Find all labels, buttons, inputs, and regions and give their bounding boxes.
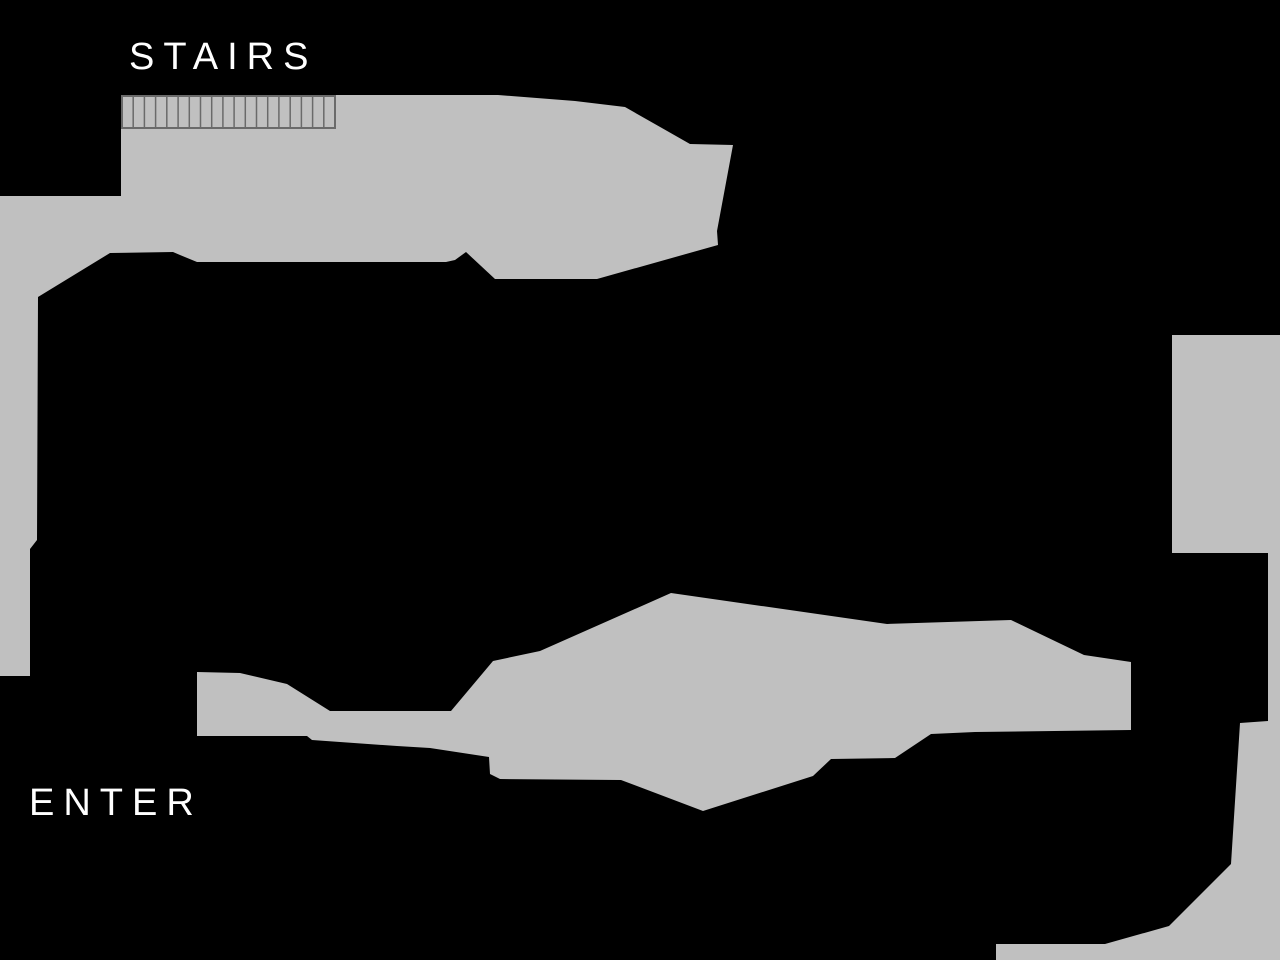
stairs[interactable] [121, 95, 336, 129]
stairs-label: STAIRS [129, 36, 318, 78]
upper-chamber-floor [0, 95, 733, 676]
enter-label: ENTER [29, 782, 203, 824]
stairs-frame [121, 95, 336, 129]
right-upper-block [1172, 335, 1280, 553]
lower-chamber-floor [197, 593, 1131, 811]
right-lower-passage [996, 553, 1280, 960]
